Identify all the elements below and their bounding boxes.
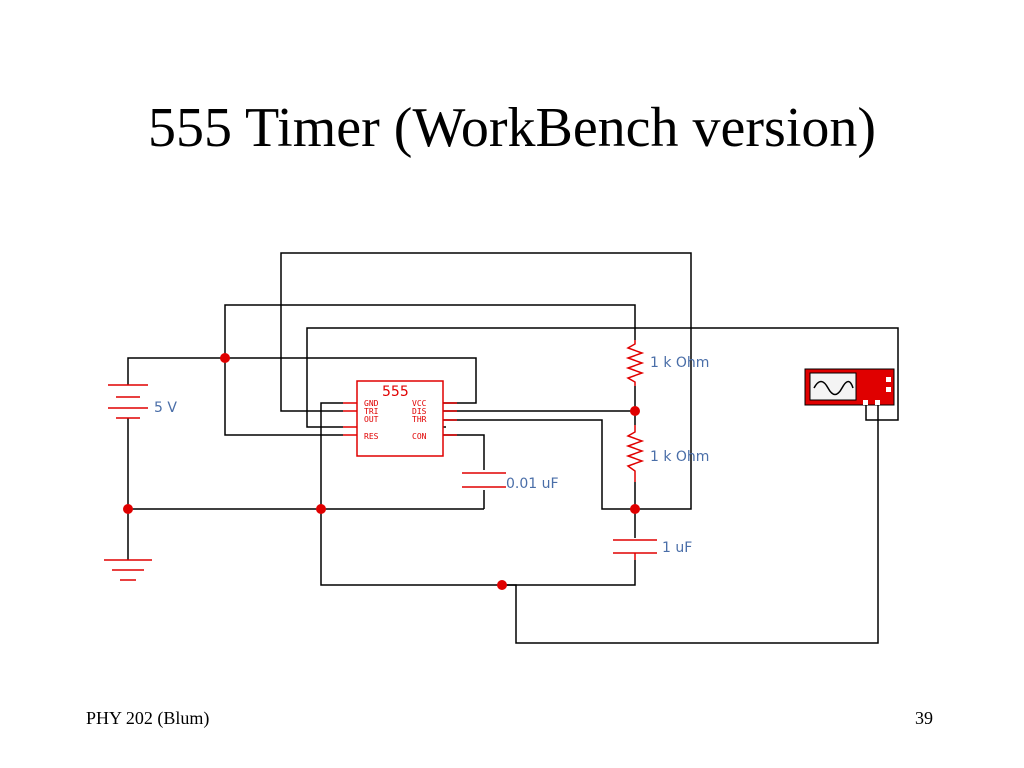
oscilloscope-icon <box>804 368 895 406</box>
resistor-2-label: 1 k Ohm <box>650 449 709 465</box>
pin-tri: TRI <box>364 407 379 416</box>
page-number: 39 <box>915 708 933 728</box>
pin-dis: DIS <box>412 407 427 416</box>
pin-vcc: VCC <box>412 399 427 408</box>
battery-symbol <box>108 384 148 419</box>
junction-node <box>630 504 640 514</box>
wire-thr <box>443 419 635 510</box>
footer-course: PHY 202 (Blum) <box>86 708 210 728</box>
wire-gnd-pin <box>320 402 636 586</box>
capacitor-timing <box>613 539 657 560</box>
resistor-2 <box>625 425 645 482</box>
wires <box>127 252 899 644</box>
battery-label: 5 V <box>154 400 177 416</box>
wire-scope-ch <box>865 405 880 421</box>
pin-thr: THR <box>412 415 427 424</box>
junction-node <box>630 406 640 416</box>
pin-con: CON <box>412 432 427 441</box>
pin-res: RES <box>364 432 379 441</box>
wire-scope-return <box>502 405 879 644</box>
timer-chip <box>343 380 457 457</box>
wire-con <box>443 434 485 470</box>
junction-node <box>316 504 326 514</box>
wire-third-loop <box>306 327 899 428</box>
pin-gnd: GND <box>364 399 379 408</box>
resistor-1 <box>625 340 645 386</box>
slide-title: 555 Timer (WorkBench version) <box>147 97 877 159</box>
ground-symbol <box>104 559 152 581</box>
wire-second-loop <box>224 304 636 436</box>
capacitor-timing-label: 1 uF <box>662 540 692 556</box>
junction-node <box>497 580 507 590</box>
pin-out: OUT <box>364 415 379 424</box>
resistor-1-label: 1 k Ohm <box>650 355 709 371</box>
chip-label: 555 <box>382 384 409 400</box>
capacitor-small-label: 0.01 uF <box>506 476 559 492</box>
junction-node <box>123 504 133 514</box>
capacitor-small <box>462 472 506 488</box>
wire-battery-top <box>127 357 477 404</box>
junction-nodes <box>123 353 640 590</box>
wire-top-loop <box>280 252 692 510</box>
junction-node <box>220 353 230 363</box>
